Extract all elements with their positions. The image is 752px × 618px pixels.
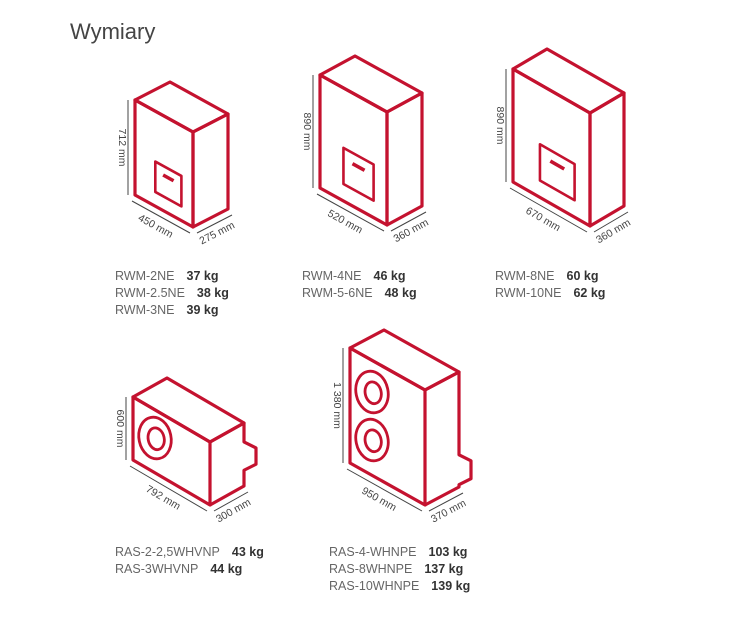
side-face — [385, 91, 424, 227]
width-label: 520 mm — [325, 207, 364, 236]
depth-dimension-line — [213, 491, 249, 512]
front-face — [318, 73, 389, 227]
top-face — [318, 54, 424, 114]
fan-inner-ring — [363, 428, 383, 454]
width-label: 792 mm — [144, 483, 183, 513]
height-label: 890 mm — [301, 113, 313, 151]
top-face — [133, 80, 230, 134]
depth-dimension-line — [593, 211, 629, 233]
fan-inner-ring — [363, 380, 383, 406]
control-panel — [538, 142, 576, 202]
depth-dimension-line — [196, 214, 233, 234]
display-icon — [162, 173, 175, 183]
height-label: 890 mm — [494, 107, 506, 145]
width-label: 950 mm — [359, 485, 398, 514]
section-title: Wymiary — [70, 19, 156, 44]
side-face — [588, 91, 626, 228]
width-label: 670 mm — [524, 205, 563, 234]
fan-inner-ring — [146, 426, 166, 452]
height-label: 600 mm — [114, 410, 126, 448]
height-label: 1 380 mm — [331, 382, 343, 429]
width-label: 450 mm — [136, 212, 175, 241]
depth-dimension-line — [428, 492, 464, 512]
side-face — [209, 421, 258, 507]
side-face — [191, 112, 230, 229]
width-dimension-line — [316, 193, 385, 232]
fan-outer-ring — [137, 415, 173, 461]
depth-dimension-line — [390, 211, 427, 232]
control-panel — [154, 160, 183, 208]
height-label: 712 mm — [116, 129, 128, 167]
width-dimension-line — [346, 468, 423, 512]
fan-outer-ring — [354, 369, 390, 415]
width-dimension-line — [509, 187, 588, 233]
display-icon — [549, 159, 566, 171]
side-face — [424, 370, 473, 507]
display-icon — [351, 162, 366, 172]
width-dimension-line — [129, 465, 208, 512]
width-dimension-line — [131, 200, 191, 234]
fan-outer-ring — [354, 417, 390, 463]
control-panel — [342, 146, 375, 202]
front-face — [348, 346, 427, 507]
